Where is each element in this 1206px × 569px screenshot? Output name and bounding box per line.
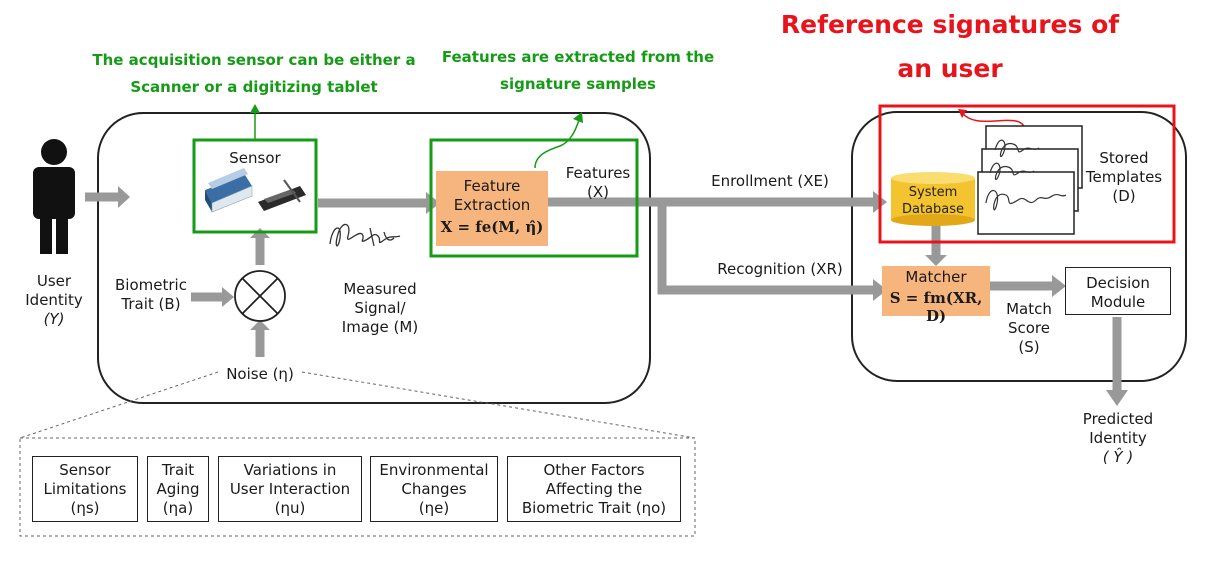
noise-label: Noise (η)	[226, 365, 294, 383]
feature-extraction-highlight-box	[429, 138, 639, 258]
features-label: Features(X)	[565, 164, 631, 201]
system-database-icon	[891, 172, 975, 226]
sensor-label: Sensor	[229, 149, 281, 167]
user-person-icon	[33, 139, 75, 254]
flow-arrows	[85, 192, 1122, 390]
noise-expansion	[19, 371, 696, 537]
matcher-block: Matcher S = fm(XR, D)	[882, 266, 990, 325]
scanner-icon	[205, 168, 253, 213]
stored-templates-stack	[977, 125, 1083, 235]
template-signatures	[985, 139, 1067, 211]
recognition-arrow	[657, 202, 873, 295]
enrollment-label: Enrollment (XE)	[711, 172, 829, 190]
noise-mixer-node	[234, 270, 286, 322]
features-note-pointer	[534, 119, 580, 169]
recognition-label: Recognition (XR)	[717, 260, 843, 278]
digitizing-tablet-icon	[258, 179, 306, 211]
measured-signature-icon	[329, 223, 401, 247]
reference-templates-highlight-box	[878, 104, 1176, 244]
reference-note-pointer	[962, 113, 1026, 134]
feature-formula: X = fe(M, η̂)	[440, 218, 544, 236]
matcher-formula: S = fm(XR, D)	[889, 289, 983, 325]
acquisition-system-box	[97, 112, 651, 404]
matching-system-box	[851, 111, 1187, 382]
